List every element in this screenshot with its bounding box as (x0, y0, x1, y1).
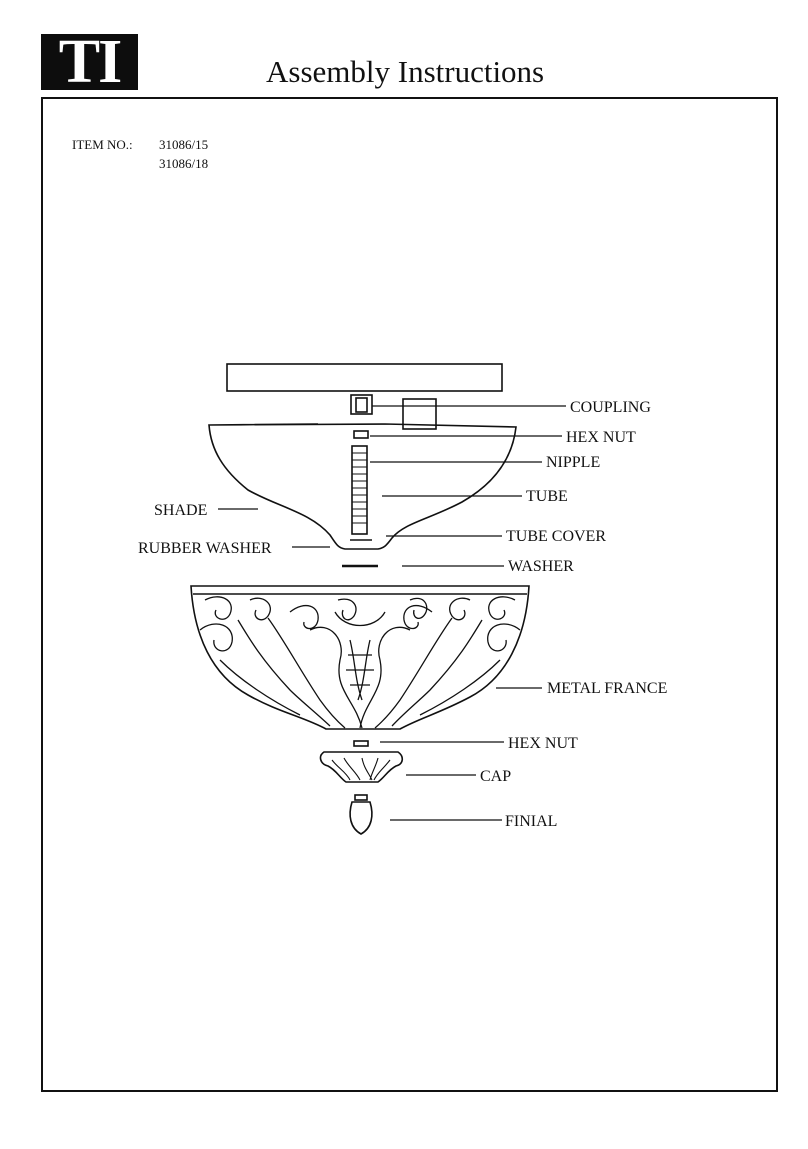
label-cap: CAP (480, 768, 511, 785)
label-tube: TUBE (526, 488, 568, 505)
label-hex-nut-top: HEX NUT (566, 429, 636, 446)
cap-part (319, 751, 404, 783)
metal-bowl-outline (190, 585, 530, 730)
label-nipple: NIPPLE (546, 454, 600, 471)
hex-nut-bottom-part (353, 740, 369, 747)
mounting-block (402, 398, 437, 430)
label-washer: WASHER (508, 558, 574, 575)
label-coupling: COUPLING (570, 399, 651, 416)
item-number-2: 31086/18 (159, 156, 209, 171)
document-frame (41, 97, 778, 1092)
nipple-part (351, 445, 368, 535)
coupling-part (350, 394, 373, 415)
label-hex-nut-bottom: HEX NUT (508, 735, 578, 752)
label-rubber-washer: RUBBER WASHER (138, 540, 272, 557)
item-number-label: ITEM NO.: (72, 137, 133, 152)
label-metal-france: METAL FRANCE (547, 680, 667, 697)
canopy-plate (226, 363, 503, 392)
page-title: Assembly Instructions (266, 54, 545, 89)
item-number-1: 31086/15 (159, 137, 209, 152)
label-tube-cover: TUBE COVER (506, 528, 606, 545)
label-finial: FINIAL (505, 813, 557, 830)
shade-outline (208, 423, 517, 550)
label-shade: SHADE (154, 502, 207, 519)
ti-logo: TI (41, 34, 138, 90)
finial-part (349, 801, 373, 835)
hex-nut-top-part (353, 430, 369, 439)
